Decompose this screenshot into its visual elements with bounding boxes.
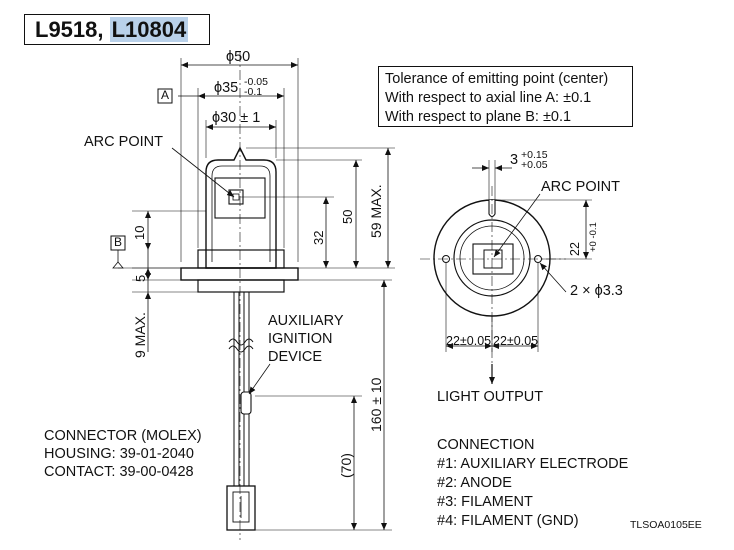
connector-line-1: CONNECTOR (MOLEX) (44, 428, 202, 444)
tolerance-line-1: Tolerance of emitting point (center) (385, 71, 609, 87)
dim-diameter-35: ϕ35 (214, 80, 239, 96)
connector-line-2: HOUSING: 39-01-2040 (44, 446, 194, 462)
dim-diameter-35-tol-lower: -0.1 (244, 86, 263, 98)
connection-pin-3: #3: FILAMENT (437, 494, 533, 510)
dim-32: 32 (311, 230, 326, 245)
connector-line-3: CONTACT: 39-00-0428 (44, 464, 194, 480)
title-part-2-highlighted[interactable]: L10804 (109, 17, 189, 42)
dim-10: 10 (132, 225, 147, 240)
connection-pin-2: #2: ANODE (437, 475, 512, 491)
dim-160: 160 ± 10 (368, 377, 384, 432)
arc-point-label-left: ARC POINT (84, 134, 163, 150)
drawing-code: TLSOA0105EE (630, 519, 702, 531)
dim-9-max: 9 MAX. (132, 312, 148, 358)
product-title: L9518, L10804 (24, 14, 210, 45)
dim-diameter-50: ϕ50 (226, 49, 251, 65)
dim-22-vertical-tol: +0 -0.1 (588, 222, 599, 252)
dim-mounting-holes: 2 × ϕ3.3 (570, 283, 623, 299)
dim-diameter-30: ϕ30 ± 1 (212, 110, 261, 126)
tolerance-line-2: With respect to axial line A: ±0.1 (385, 90, 592, 106)
title-part-1: L9518, (35, 17, 110, 42)
connection-pin-4: #4: FILAMENT (GND) (437, 513, 579, 529)
arc-point-label-right: ARC POINT (541, 179, 620, 195)
aux-label-line-2: IGNITION (268, 331, 333, 347)
dim-70: (70) (338, 453, 354, 478)
dim-hole-offset-right: 22±0.05 (493, 334, 539, 348)
aux-label-line-1: AUXILIARY (268, 313, 344, 329)
connection-pin-1: #1: AUXILIARY ELECTRODE (437, 456, 629, 472)
tolerance-line-3: With respect to plane B: ±0.1 (385, 109, 572, 125)
tolerance-note: Tolerance of emitting point (center) Wit… (378, 66, 633, 127)
dim-diameter-35-tol-upper: -0.05 (244, 76, 268, 88)
dim-slot-tol-upper: +0.15 (521, 149, 548, 161)
datum-a-label: A (161, 88, 170, 102)
dim-slot-width: 3 (510, 152, 519, 168)
light-output-label: LIGHT OUTPUT (437, 389, 544, 405)
dim-5: 5 (133, 274, 148, 282)
dim-59-max: 59 MAX. (368, 184, 384, 238)
dim-hole-offset-left: 22±0.05 (446, 334, 492, 348)
aux-label-line-3: DEVICE (268, 349, 322, 365)
datum-b-label: B (114, 235, 123, 249)
dim-22-vertical: 22 (568, 242, 582, 256)
connection-heading: CONNECTION (437, 437, 535, 453)
dim-50: 50 (340, 209, 355, 224)
dim-slot-tol-lower: +0.05 (521, 159, 548, 171)
